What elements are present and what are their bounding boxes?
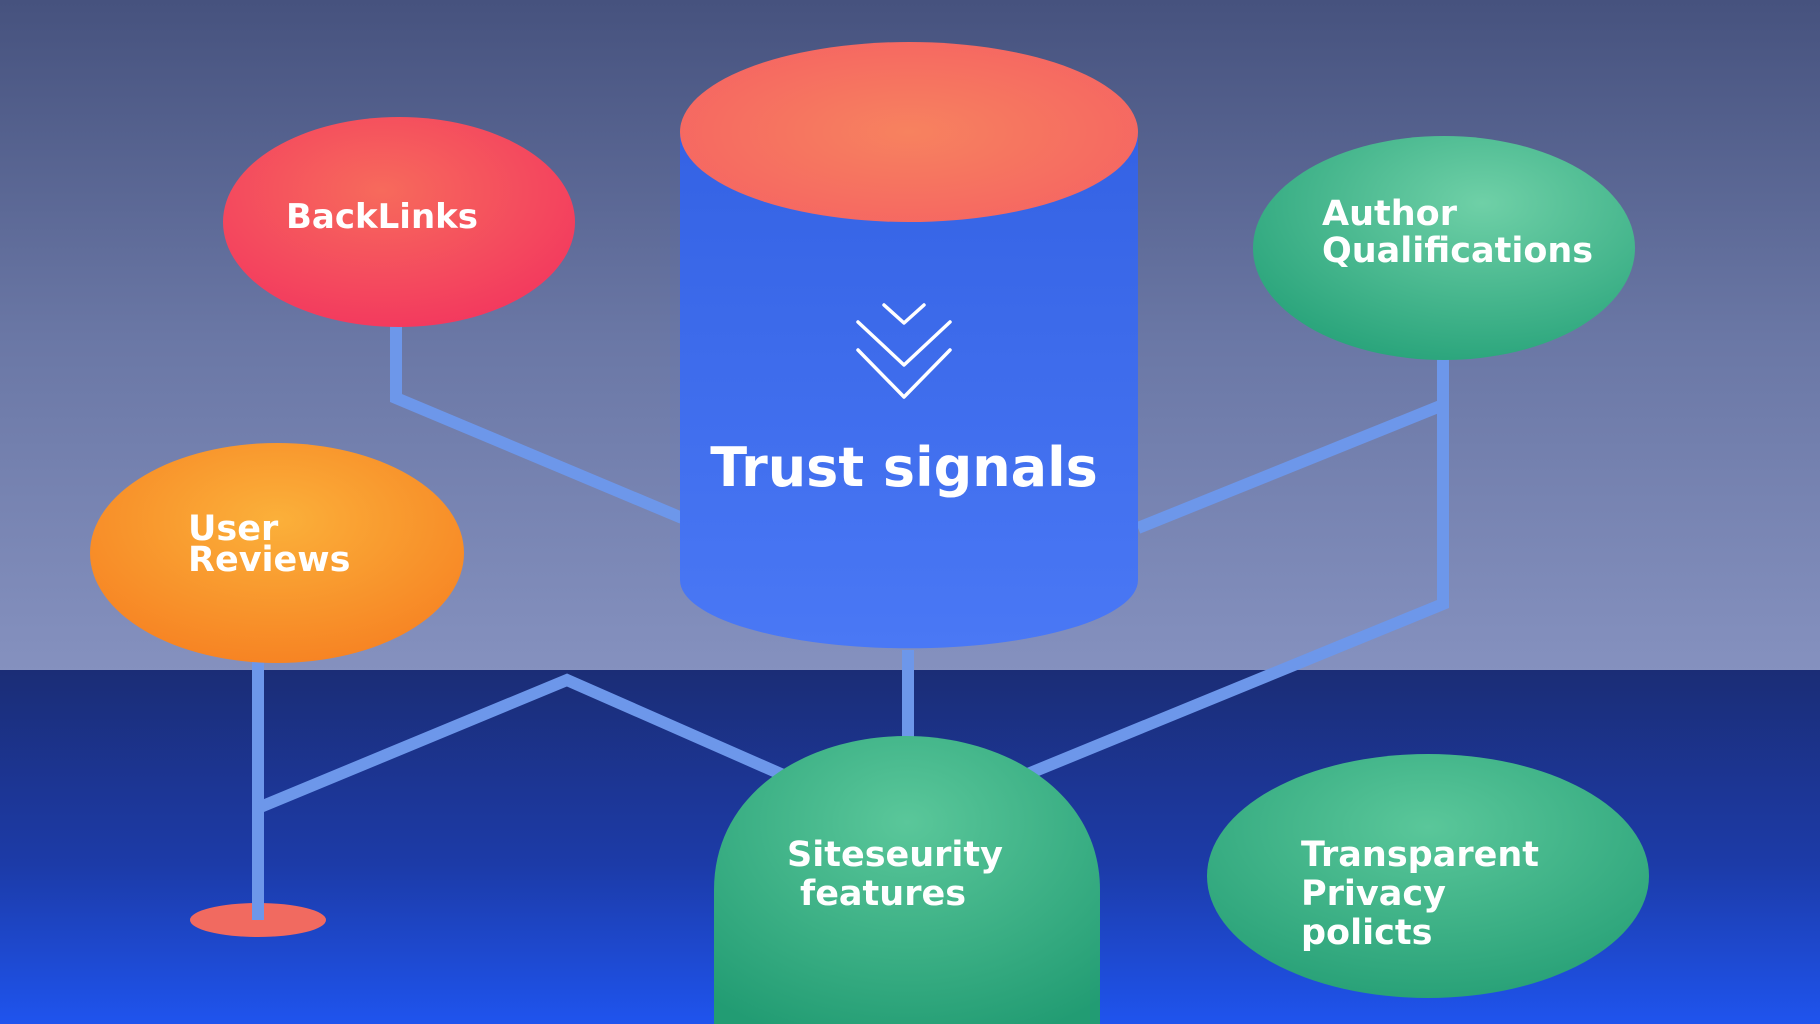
connector-author-down [1015,405,1449,784]
author-label-line-1: Author [1322,194,1458,234]
privacy-label-line-3: policts [1301,913,1432,953]
cylinder-top [680,42,1138,222]
center-cylinder[interactable]: Trust signals [680,42,1138,649]
node-user-reviews[interactable]: User Reviews [90,443,464,663]
connector-backlinks [390,315,685,524]
author-bubble [1253,136,1635,360]
site-security-dome [714,736,1100,1024]
node-backlinks[interactable]: BackLinks [223,117,575,327]
double-chevron-down-icon [856,303,952,399]
privacy-bubble [1207,754,1649,998]
privacy-label-line-1: Transparent [1301,835,1539,875]
user-reviews-label-line-1: User [188,509,279,549]
anchor-post [252,860,264,920]
site-security-label-line-1: Siteseurity [787,835,1003,875]
user-reviews-bubble [90,443,464,663]
site-security-label-line-2: features [800,874,966,914]
node-privacy[interactable]: Transparent Privacy policts [1207,754,1649,998]
node-site-security[interactable]: Siteseurity features [714,736,1100,1024]
node-author-qualifications[interactable]: Author Qualifications [1253,136,1635,360]
user-reviews-label-line-2: Reviews [188,540,350,580]
author-label-line-2: Qualifications [1322,231,1593,271]
center-label: Trust signals [710,436,1098,499]
backlinks-bubble [223,117,575,327]
connector-lines [252,315,1449,918]
backlinks-label: BackLinks [286,197,478,237]
privacy-label-line-2: Privacy [1301,874,1446,914]
connector-reviews-branch [255,673,793,814]
